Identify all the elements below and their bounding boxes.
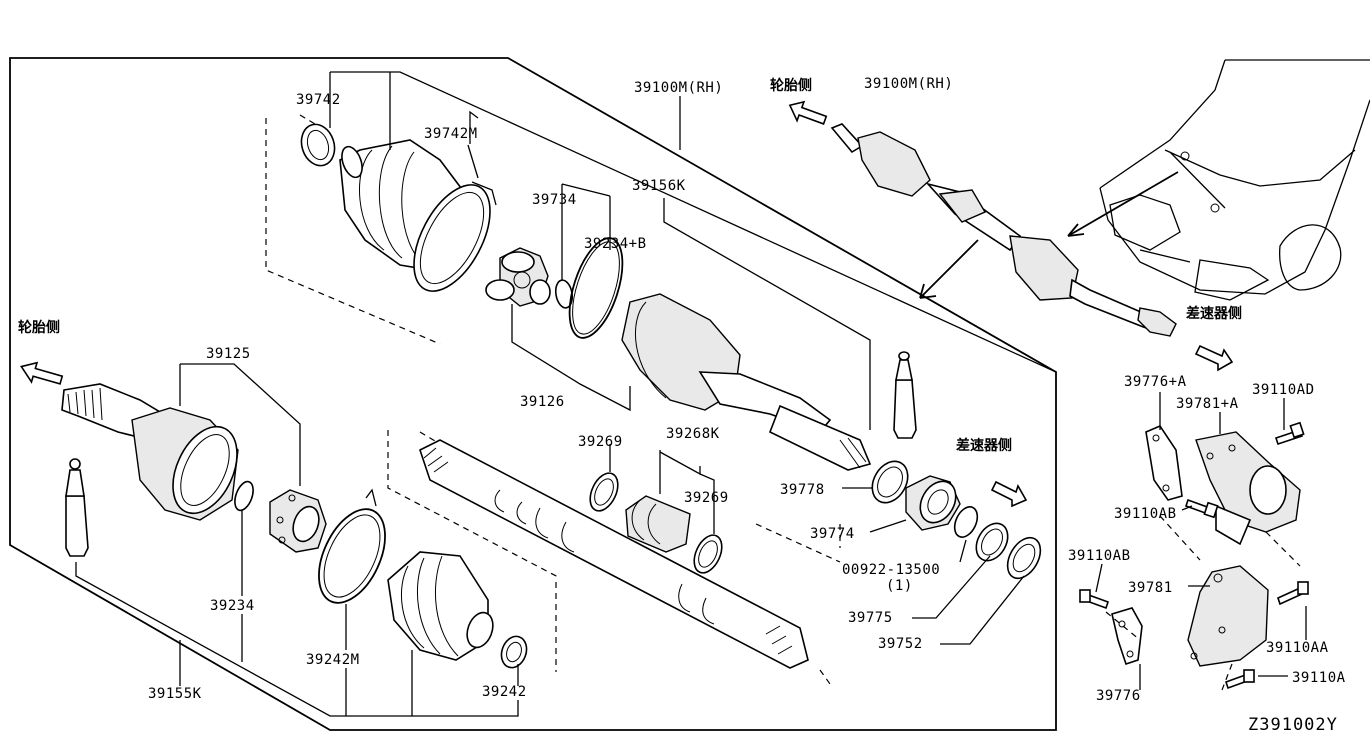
label-39776A: 39776+A — [1124, 374, 1187, 390]
label-diff-side-mid: 差速器侧 — [956, 437, 1012, 454]
bracket-39776 — [1111, 607, 1143, 666]
label-39742M: 39742M — [424, 126, 478, 142]
bearing-39774 — [905, 475, 961, 531]
label-39110AB-b: 39110AB — [1068, 548, 1131, 564]
label-39234B: 39234+B — [584, 236, 647, 252]
label-39126: 39126 — [520, 394, 565, 410]
label-39734: 39734 — [532, 192, 577, 208]
bolt-39110AA — [1277, 581, 1309, 606]
bolt-39110AD — [1274, 421, 1305, 446]
snap-ring-39234 — [234, 480, 254, 512]
grease-tube-top — [893, 351, 917, 439]
leader-lines — [75, 71, 1307, 717]
label-39776: 39776 — [1096, 688, 1141, 704]
label-39269-a: 39269 — [578, 434, 623, 450]
boot-clamp-39742 — [300, 123, 336, 167]
label-39100M-rh-a: 39100M(RH) — [634, 80, 723, 96]
tripod-joint-39126 — [485, 247, 551, 307]
label-39155K: 39155K — [148, 686, 202, 702]
bolt-39110AB-bottom — [1079, 589, 1110, 610]
shaft-assembly-overview — [830, 123, 1177, 337]
label-39110AA: 39110AA — [1266, 640, 1329, 656]
label-39778: 39778 — [780, 482, 825, 498]
seal-39752 — [1006, 536, 1042, 580]
seal-39775 — [975, 522, 1009, 562]
boot-clamp-39242 — [500, 635, 528, 669]
label-39100M-rh-b: 39100M(RH) — [864, 76, 953, 92]
vehicle-front-sketch — [1067, 59, 1370, 301]
label-39774: 39774 — [810, 526, 855, 542]
snap-ring-00922-13500 — [953, 506, 979, 538]
label-39268K: 39268K — [666, 426, 720, 442]
label-wheel-side-left: 轮胎侧 — [18, 319, 60, 336]
bracket-39781A — [1195, 431, 1301, 546]
label-39242M: 39242M — [306, 652, 360, 668]
label-39781: 39781 — [1128, 580, 1173, 596]
outer-boot — [387, 551, 494, 661]
label-39775: 39775 — [848, 610, 893, 626]
arrow-wheel-side-left-icon — [20, 361, 64, 385]
label-39110AB-a: 39110AB — [1114, 506, 1177, 522]
arrow-wheel-side-top-icon — [788, 100, 828, 125]
damper-39268K — [589, 472, 723, 574]
label-39110AD: 39110AD — [1252, 382, 1315, 398]
label-wheel-side-top: 轮胎侧 — [770, 77, 812, 94]
bolt-39110A — [1224, 669, 1255, 690]
boot-band-39242M — [318, 488, 386, 604]
diagram-code: Z391002Y — [1248, 715, 1338, 735]
label-39110A: 39110A — [1292, 670, 1346, 686]
bracket-39776A — [1145, 425, 1183, 501]
arrow-diff-side-right-icon — [1194, 344, 1234, 372]
label-39234: 39234 — [210, 598, 255, 614]
label-39156K: 39156K — [632, 178, 686, 194]
label-39125: 39125 — [206, 346, 251, 362]
seal-ring-39778 — [871, 460, 909, 504]
label-00922-13500: 00922-13500 — [842, 562, 940, 578]
label-39742: 39742 — [296, 92, 341, 108]
arrow-outboard-overview — [919, 239, 979, 299]
drive-shaft-bar — [419, 439, 809, 669]
label-00922-qty: (1) — [886, 578, 913, 594]
label-39781A: 39781+A — [1176, 396, 1239, 412]
arrow-car-to-shaft — [1067, 171, 1179, 237]
o-ring-39234B — [568, 237, 624, 339]
labels: 39742 39742M 39100M(RH) 轮胎侧 39100M(RH) 3… — [18, 76, 1346, 735]
bracket-39781 — [1187, 565, 1269, 667]
arrow-diff-side-mid-icon — [990, 480, 1028, 508]
label-39242: 39242 — [482, 684, 527, 700]
bolt-39110AB-top — [1184, 498, 1219, 519]
outer-cv-joint-39125 — [61, 383, 239, 521]
inner-joint-housing-39156K — [621, 293, 872, 471]
boot-band-39742M — [413, 181, 497, 292]
diagram-frame — [9, 57, 1057, 731]
grease-tube-left — [65, 458, 89, 557]
label-39269-b: 39269 — [684, 490, 729, 506]
label-39752: 39752 — [878, 636, 923, 652]
inner-race — [269, 489, 327, 553]
label-diff-side-right: 差速器侧 — [1186, 305, 1242, 322]
